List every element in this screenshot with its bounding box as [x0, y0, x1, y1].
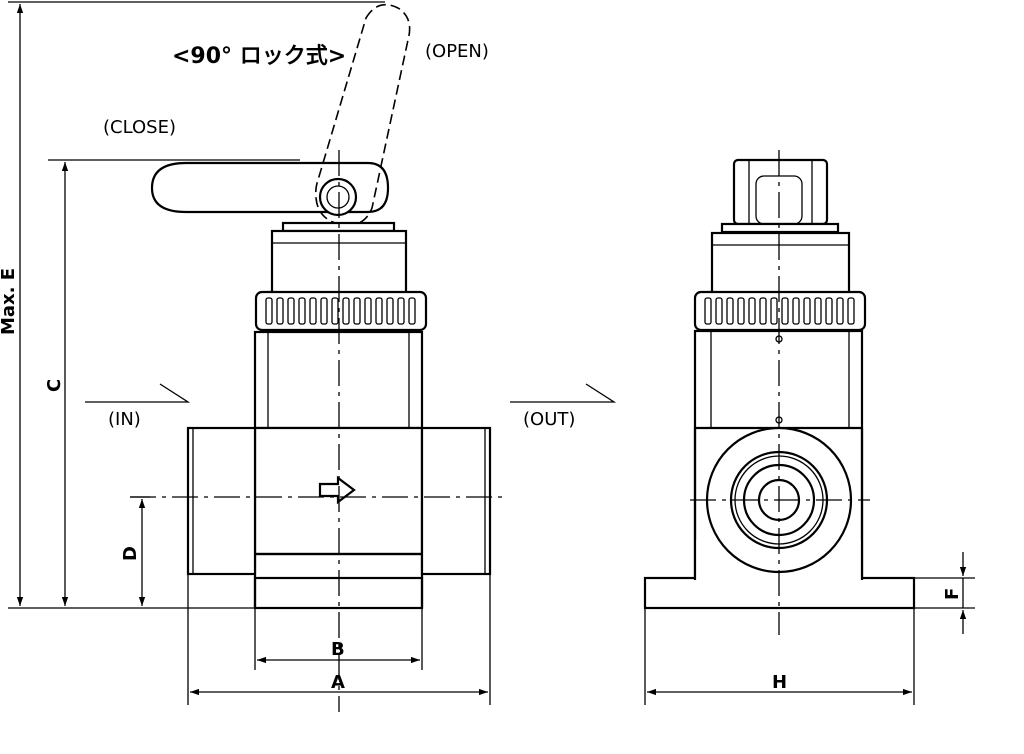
- out-port-label: (OUT): [523, 409, 575, 430]
- knurl-groove: [781, 297, 789, 325]
- dim-d-label: D: [120, 546, 141, 561]
- knurl-groove: [320, 297, 328, 325]
- knurl-groove: [704, 297, 712, 325]
- knurl-groove: [408, 297, 416, 325]
- lock-type-title: <90° ロック式>: [172, 44, 346, 69]
- top-nut: [732, 158, 829, 226]
- port-in: [186, 426, 257, 576]
- dim-f-label: F: [942, 588, 963, 600]
- knurl-groove: [748, 297, 756, 325]
- knurl-groove: [309, 297, 317, 325]
- side-bonnet: [710, 231, 851, 295]
- knurl-groove: [276, 297, 284, 325]
- knurl-groove: [265, 297, 273, 325]
- knurl-groove: [792, 297, 800, 325]
- labels: <90° ロック式> (OPEN) (CLOSE) (IN) (OUT) Max…: [0, 41, 963, 693]
- knurl-groove: [287, 297, 295, 325]
- dimensions: [8, 1, 975, 705]
- knurl-groove: [770, 297, 778, 325]
- knurl-groove: [825, 297, 833, 325]
- knurl-groove: [836, 297, 844, 325]
- knurl-groove: [364, 297, 372, 325]
- port-out: [420, 426, 492, 576]
- knurl-groove: [331, 297, 339, 325]
- dim-c-label: C: [44, 379, 65, 392]
- in-port-label: (IN): [108, 409, 141, 430]
- knurl-groove: [715, 297, 723, 325]
- dim-e-label: Max. E: [0, 268, 19, 335]
- knurl-groove: [759, 297, 767, 325]
- knurl-groove: [847, 297, 855, 325]
- dim-h-label: H: [772, 672, 787, 693]
- leaders: [85, 383, 617, 403]
- knurl-groove: [342, 297, 350, 325]
- front-view: [130, 3, 505, 712]
- flow-arrow-icon: [318, 475, 356, 505]
- knurl-groove: [386, 297, 394, 325]
- knurl-groove: [298, 297, 306, 325]
- knurl-groove: [726, 297, 734, 325]
- open-label: (OPEN): [425, 41, 489, 62]
- knurl-groove: [397, 297, 405, 325]
- knurl-groove: [814, 297, 822, 325]
- side-view: [643, 150, 916, 635]
- knurl-groove: [353, 297, 361, 325]
- knurl-groove: [803, 297, 811, 325]
- dim-b-label: B: [331, 639, 345, 660]
- close-label: (CLOSE): [103, 117, 176, 138]
- dim-a-label: A: [331, 672, 345, 693]
- knurl-groove: [737, 297, 745, 325]
- knurl-groove: [375, 297, 383, 325]
- handle-pivot: [318, 177, 358, 217]
